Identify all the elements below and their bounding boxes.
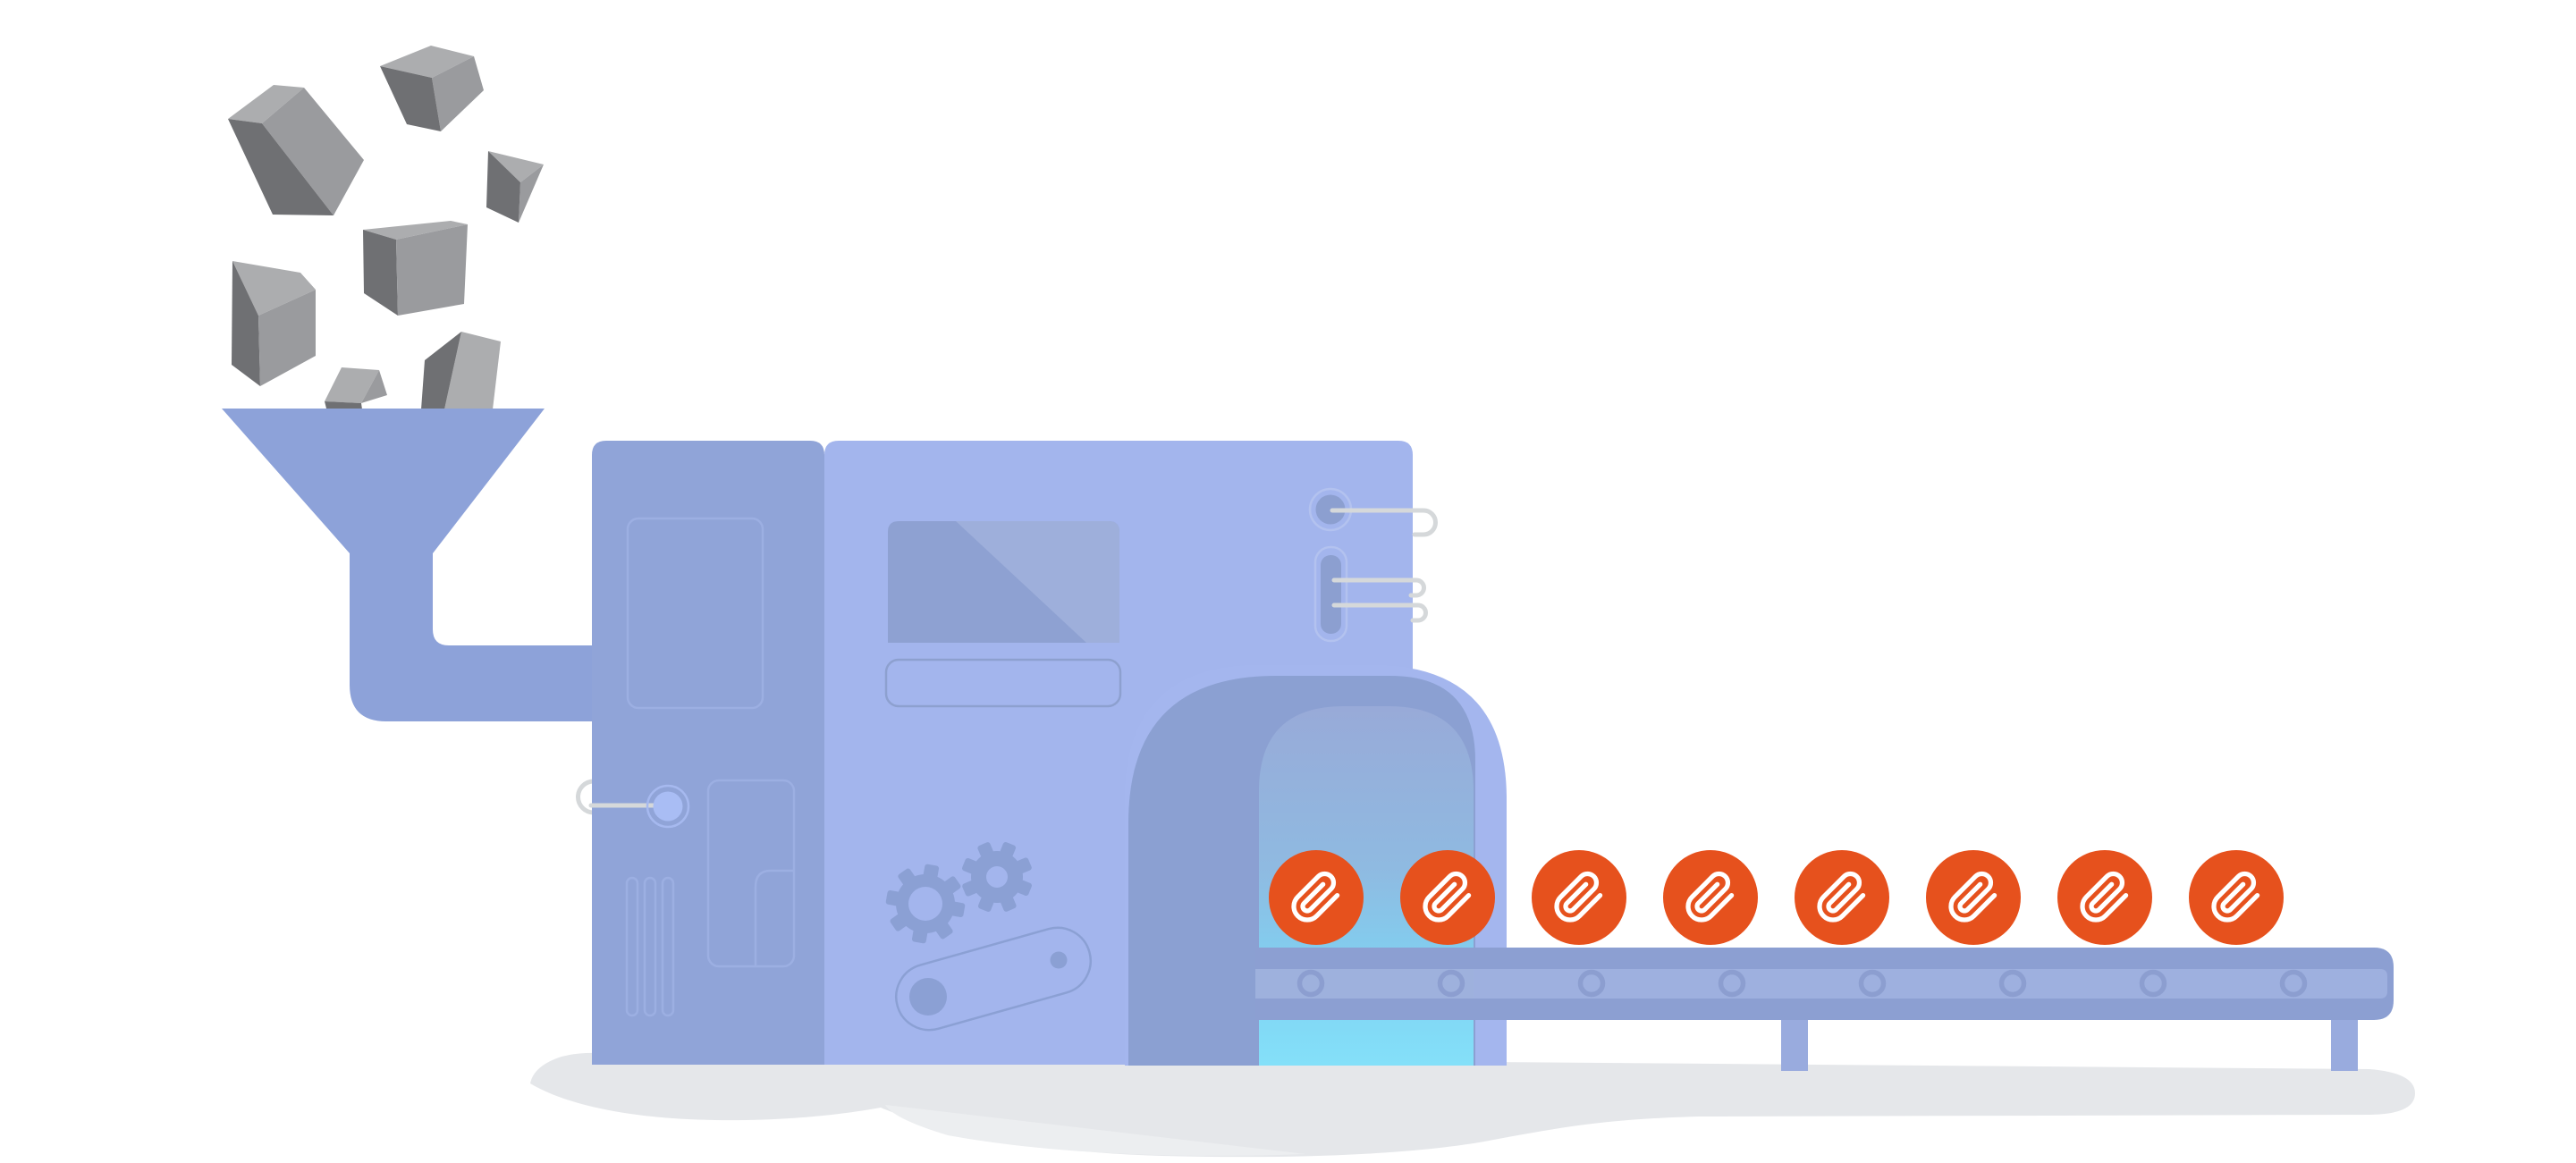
ground-shadow — [530, 1052, 2415, 1158]
paperclip-token — [1926, 850, 2021, 945]
wire-clip-bottom — [1331, 603, 1428, 623]
rock — [228, 85, 364, 215]
vent-stripes — [625, 876, 675, 1017]
conveyor-leg — [1781, 1020, 1808, 1071]
rock — [232, 261, 316, 386]
wire-clip-middle — [1331, 577, 1426, 598]
paperclip-token — [2189, 850, 2284, 945]
upper-access-panel — [626, 517, 764, 710]
conveyor-leg — [2331, 1020, 2358, 1071]
wire-clip-top — [1330, 508, 1438, 537]
rock — [380, 46, 484, 131]
lower-access-panel — [706, 779, 796, 968]
paperclip-token — [1795, 850, 1889, 945]
paperclip-token — [1269, 850, 1364, 945]
output-slot-panel — [884, 658, 1122, 708]
linkage-arm — [895, 926, 1092, 1032]
rock — [363, 221, 468, 316]
belt-middle-band-glow — [1255, 969, 1474, 999]
left-clip-loop — [576, 779, 596, 815]
paperclip-token — [2057, 850, 2152, 945]
falling-rocks — [228, 46, 544, 409]
rock — [421, 332, 501, 409]
rock — [325, 367, 387, 409]
paperclip-token — [1400, 850, 1495, 945]
conveyor-belt — [1255, 948, 2394, 1071]
intake-funnel — [222, 409, 608, 721]
belt-middle-band — [1474, 969, 2387, 999]
gear-small-icon — [962, 842, 1032, 912]
rock — [486, 151, 544, 223]
left-dial-button — [588, 784, 690, 829]
paperclip-token — [1663, 850, 1758, 945]
gears — [885, 842, 1032, 944]
right-slider-slot — [1313, 545, 1348, 643]
paperclip-tokens — [1269, 850, 2284, 945]
gear-large-icon — [885, 864, 966, 944]
machine-left-section — [592, 441, 824, 1065]
display-screen — [888, 521, 1119, 643]
attachment-wires — [1330, 508, 1438, 623]
paperclip-token — [1532, 850, 1626, 945]
